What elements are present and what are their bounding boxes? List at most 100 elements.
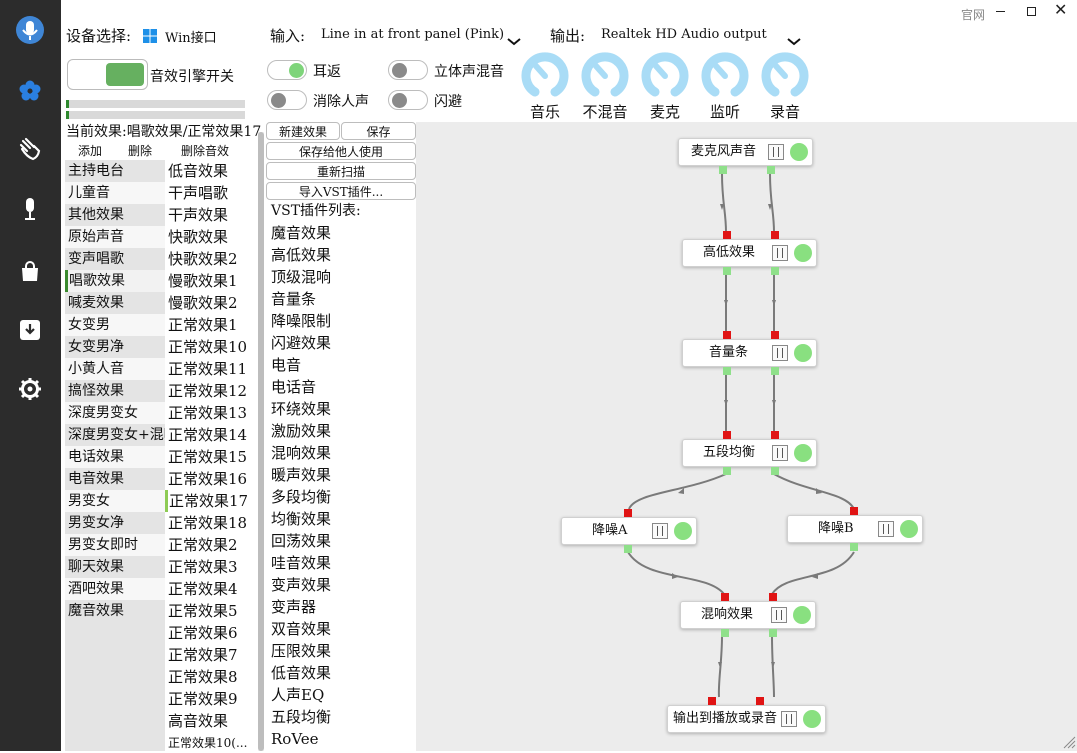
hand-clap-icon[interactable] [14,133,46,165]
vst-plugin-item[interactable]: 顶级混响 [266,266,416,288]
save-share-button[interactable]: 保存给他人使用 [266,142,416,160]
input-chevron-down-icon[interactable] [507,31,521,50]
ducking-toggle[interactable] [388,90,428,110]
category-item[interactable]: 女变男净 [65,336,165,358]
vst-plugin-item[interactable]: 魔音效果 [266,222,416,244]
import-vst-button[interactable]: 导入VST插件... [266,182,416,200]
category-item[interactable]: 喊麦效果 [65,292,165,314]
category-item[interactable]: 变声唱歌 [65,248,165,270]
vst-plugin-item[interactable]: 电话音 [266,376,416,398]
output-port[interactable] [723,367,731,375]
vst-plugin-item[interactable]: 音量条 [266,288,416,310]
category-item[interactable]: 酒吧效果 [65,578,165,600]
preset-item[interactable]: 正常效果17 [165,490,258,512]
output-port[interactable] [771,467,779,475]
official-site-link[interactable]: 官网 [961,8,986,22]
category-item[interactable]: 深度男变女+混响 [65,424,165,446]
category-item[interactable]: 儿童音 [65,182,165,204]
output-port[interactable] [624,545,632,553]
vst-plugin-item[interactable]: 均衡效果 [266,508,416,530]
download-icon[interactable] [14,314,46,346]
vst-plugin-item[interactable]: 低音效果 [266,662,416,684]
input-port[interactable] [624,509,632,517]
node-enable-indicator[interactable] [674,522,692,540]
microphone-app-icon[interactable] [14,14,46,46]
output-port[interactable] [721,629,729,637]
vst-plugin-item[interactable]: 变声效果 [266,574,416,596]
delete-button[interactable]: 删除 [128,144,153,158]
input-port[interactable] [771,231,779,239]
new-effect-button[interactable]: 新建效果 [266,122,340,140]
output-port[interactable] [767,166,775,174]
category-item[interactable]: 男变女 [65,490,165,512]
vst-plugin-item[interactable]: 电音 [266,354,416,376]
vst-plugin-item[interactable]: 环绕效果 [266,398,416,420]
input-port[interactable] [723,231,731,239]
node-enable-indicator[interactable] [900,520,918,538]
volume-dial[interactable] [581,52,629,100]
output-port[interactable] [769,629,777,637]
effect-node[interactable]: 麦克风声音 [678,138,813,166]
delete-effect-button[interactable]: 删除音效 [181,144,230,158]
effects-flower-icon[interactable] [14,75,46,107]
preset-item[interactable]: 正常效果14 [168,426,248,444]
device-select[interactable]: Win接口 [165,31,217,46]
engine-switch[interactable] [67,59,148,90]
output-select[interactable]: Realtek HD Audio output [601,27,767,42]
input-port[interactable] [769,593,777,601]
vst-plugin-item[interactable]: 回荡效果 [266,530,416,552]
category-item[interactable]: 主持电台 [65,160,165,182]
microphone-icon[interactable] [14,193,46,225]
preset-scrollbar[interactable] [258,132,264,751]
node-enable-indicator[interactable] [803,710,821,728]
preset-item[interactable]: 正常效果13 [168,404,248,422]
preset-item[interactable]: 慢歌效果2 [168,294,238,312]
vst-plugin-item[interactable]: 闪避效果 [266,332,416,354]
volume-dial[interactable] [641,52,689,100]
preset-item[interactable]: 正常效果8 [168,668,238,686]
category-item[interactable]: 电话效果 [65,446,165,468]
input-port[interactable] [723,431,731,439]
input-port[interactable] [771,431,779,439]
remove-vocal-toggle[interactable] [267,90,307,110]
category-item[interactable]: 其他效果 [65,204,165,226]
preset-item[interactable]: 正常效果16 [168,470,248,488]
preset-item[interactable]: 慢歌效果1 [168,272,238,290]
node-enable-indicator[interactable] [794,344,812,362]
input-select[interactable]: Line in at front panel (Pink) [321,27,505,42]
output-port[interactable] [771,367,779,375]
vst-plugin-item[interactable]: 压限效果 [266,640,416,662]
preset-item[interactable]: 正常效果1 [168,316,238,334]
effect-node[interactable]: 五段均衡 [682,439,817,467]
node-enable-indicator[interactable] [793,606,811,624]
node-settings-icon[interactable] [772,245,788,261]
shopping-bag-icon[interactable] [14,255,46,287]
preset-item[interactable]: 正常效果15 [168,448,248,466]
resize-grip-icon[interactable] [1062,734,1076,753]
category-item[interactable]: 搞怪效果 [65,380,165,402]
input-port[interactable] [756,697,764,705]
add-button[interactable]: 添加 [78,144,103,158]
effect-node[interactable]: 输出到播放或录音 [667,705,826,733]
node-settings-icon[interactable] [772,445,788,461]
volume-dial[interactable] [521,52,569,100]
vst-plugin-item[interactable]: 降噪限制 [266,310,416,332]
node-settings-icon[interactable] [878,521,894,537]
effect-node[interactable]: 降噪B [787,515,923,543]
effect-node[interactable]: 混响效果 [680,601,816,629]
vst-plugin-item[interactable]: 高低效果 [266,244,416,266]
preset-item[interactable]: 正常效果10(... [168,736,248,750]
input-port[interactable] [723,331,731,339]
node-enable-indicator[interactable] [790,143,808,161]
vst-plugin-item[interactable]: 人声EQ [266,684,416,706]
maximize-icon[interactable] [1027,7,1036,16]
vst-plugin-item[interactable]: 混响效果 [266,442,416,464]
preset-item[interactable]: 正常效果12 [168,382,248,400]
preset-item[interactable]: 正常效果2 [168,536,238,554]
preset-item[interactable]: 干声唱歌 [168,184,229,202]
vst-plugin-item[interactable]: 暖声效果 [266,464,416,486]
vst-plugin-item[interactable]: 双音效果 [266,618,416,640]
settings-gear-icon[interactable] [14,373,46,405]
category-item[interactable]: 电音效果 [65,468,165,490]
